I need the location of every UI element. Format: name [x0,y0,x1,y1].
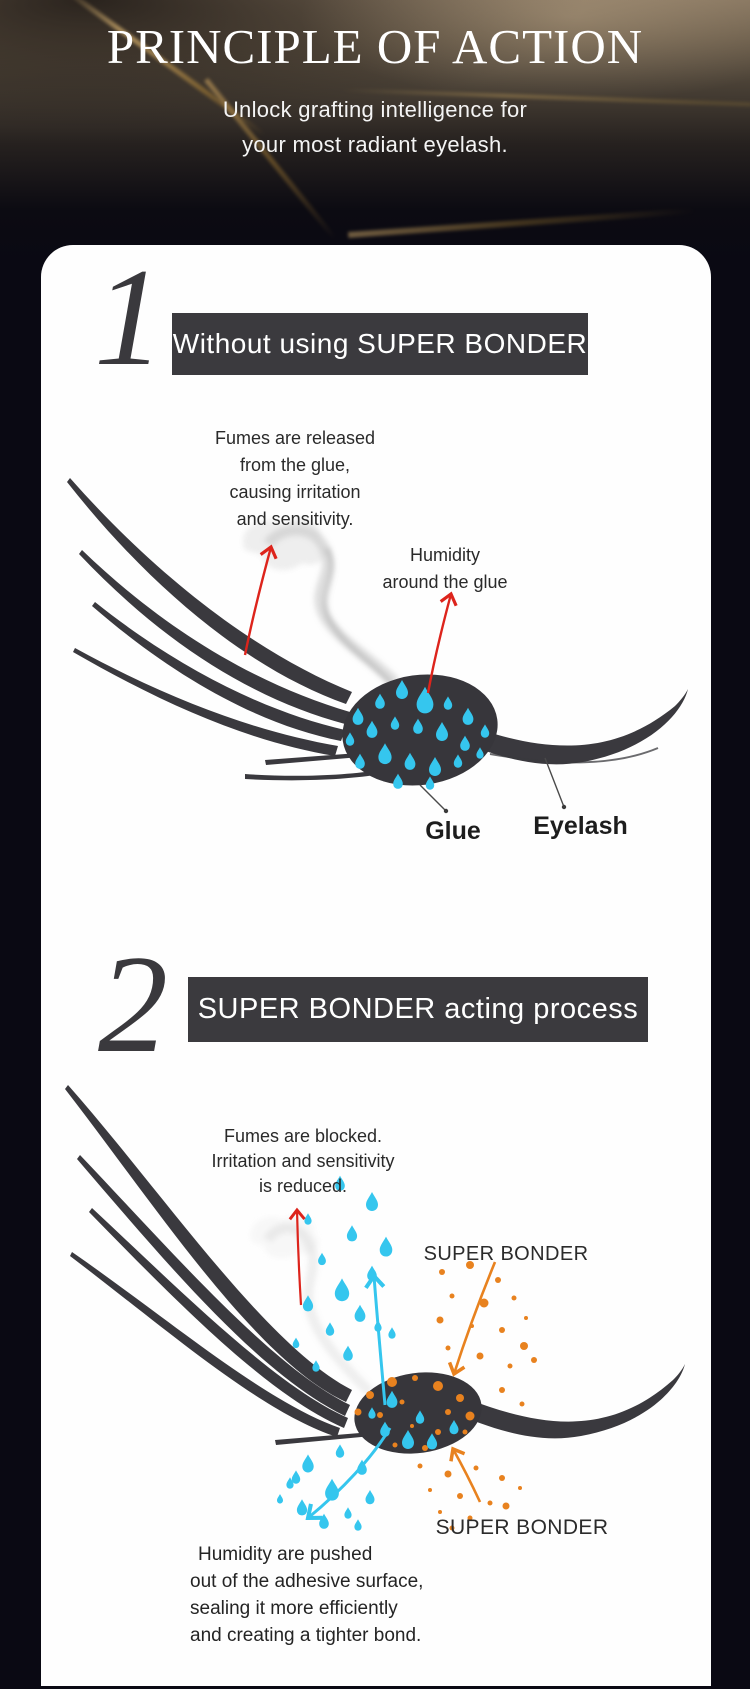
step-2-banner: SUPER BONDER acting process [188,977,648,1042]
super-bonder-label-bottom: SUPER BONDER [435,1516,609,1539]
humidity-out-arrow-up [364,1272,387,1406]
illustration-with-bonder [65,1085,685,1531]
label-leader-lines [419,757,567,814]
fumes-arrow [243,544,278,656]
glue-label: Glue [425,817,481,845]
bonder-particles-in-glue [354,1375,475,1451]
step-1-number: 1 [94,240,164,395]
bonder-particles-outside [417,1261,537,1531]
eyelash-label: Eyelash [533,812,628,840]
extension-eyelash-underline [489,747,659,764]
extension-eyelash [455,1364,685,1439]
subtitle-line: your most radiant eyelash. [242,132,508,157]
step-1-banner: Without using SUPER BONDER [172,313,588,375]
illustration-without-bonder [67,478,688,814]
bonder-arrow-top [447,1261,497,1377]
gold-streak [348,203,750,238]
natural-lashes [65,1085,372,1445]
page-title: PRINCIPLE OF ACTION [106,19,644,74]
humidity-out-arrow-down [305,1427,392,1521]
natural-lashes [67,478,392,781]
humidity-arrow [426,591,458,694]
step-2-number: 2 [98,927,168,1082]
bonder-arrow-bottom [449,1446,482,1503]
header-background [0,0,750,262]
fumes-blocked-note: Fumes are blocked. Irritation and sensit… [211,1126,395,1196]
super-bonder-label-top: SUPER BONDER [423,1243,589,1265]
extension-eyelash [455,689,688,765]
humidity-pushed-note: Humidity are pushed out of the adhesive … [190,1544,424,1646]
smoke [250,1214,374,1396]
humidity-note: Humidity around the glue [382,545,508,592]
subtitle-line: Unlock grafting intelligence for [222,97,528,122]
fumes-note: Fumes are released from the glue, causin… [214,428,376,529]
page-subtitle: Unlock grafting intelligence for your mo… [0,92,750,162]
fumes-blocked-arrow [288,1207,306,1306]
